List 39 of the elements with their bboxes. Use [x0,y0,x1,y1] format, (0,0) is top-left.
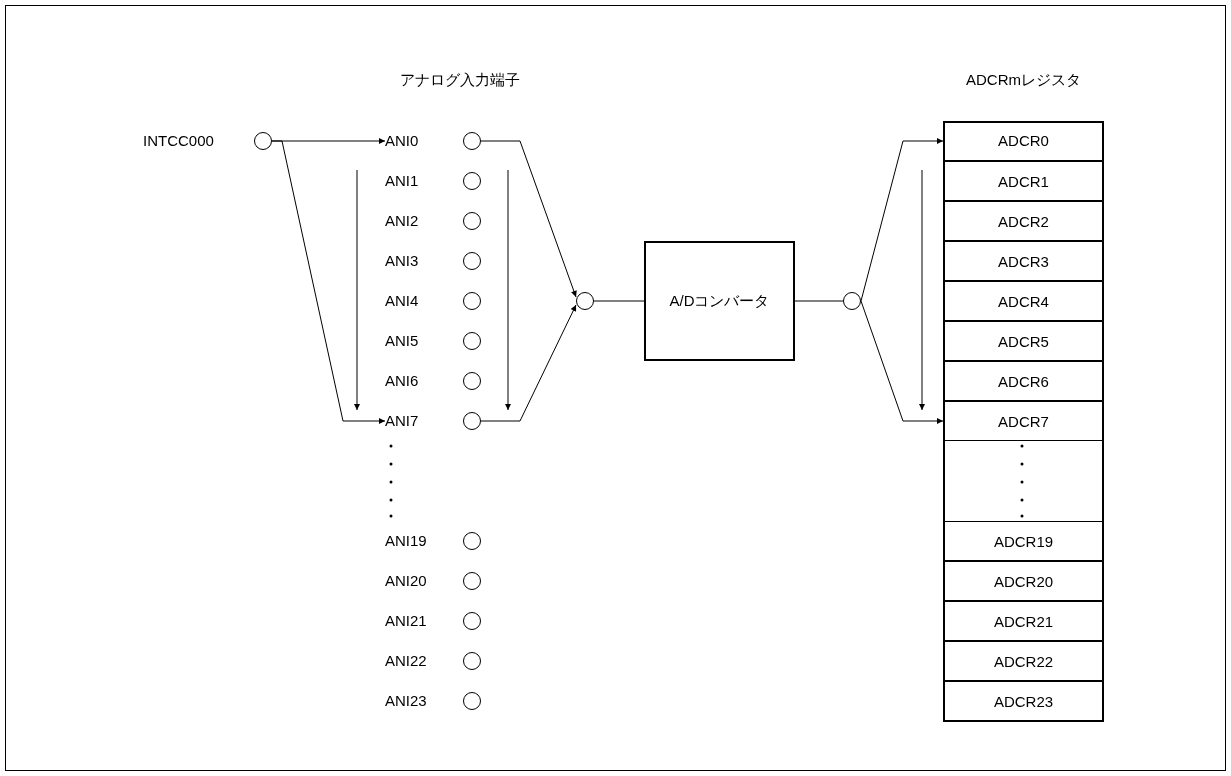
pin-label: ANI23 [385,691,427,711]
register-cell: ADCR3 [943,241,1104,281]
column-heading: アナログ入力端子 [399,70,521,90]
pin-label: ANI20 [385,571,427,591]
pin-label: ANI2 [385,211,419,231]
register-cell: ADCR2 [943,201,1104,241]
junction-circle [843,292,861,310]
register-cell: ADCR6 [943,361,1104,401]
connector-line [593,300,645,302]
pin-label: INTCC000 [143,131,214,151]
pin-label: ANI22 [385,651,427,671]
pin-label: ANI4 [385,291,419,311]
pin-label: ANI6 [385,371,419,391]
register-cell: ADCR4 [943,281,1104,321]
pin-label: ANI3 [385,251,419,271]
register-cell: ADCR1 [943,161,1104,201]
connector-line [794,300,844,302]
arrow [860,300,944,424]
arrow [271,140,386,424]
table-heading: ADCRmレジスタ [965,70,1082,90]
junction-circle [576,292,594,310]
register-cell: ADCR22 [943,641,1104,681]
register-cell: ADCR7 [943,401,1104,441]
pin-label: ANI19 [385,531,427,551]
arrow [480,140,577,298]
arrow [480,304,577,422]
pin-label: ANI7 [385,411,419,431]
arrow [860,138,944,302]
pin-label: ANI5 [385,331,419,351]
register-cell: ADCR21 [943,601,1104,641]
register-cell: ADCR19 [943,521,1104,561]
register-cell: ADCR23 [943,681,1104,721]
register-cell: ADCR0 [943,121,1104,161]
pin-label: ANI21 [385,611,427,631]
register-cell: ADCR5 [943,321,1104,361]
converter-box: A/Dコンバータ [644,241,795,361]
register-cell: ADCR20 [943,561,1104,601]
pin-label: ANI1 [385,171,419,191]
pin-label: ANI0 [385,131,419,151]
